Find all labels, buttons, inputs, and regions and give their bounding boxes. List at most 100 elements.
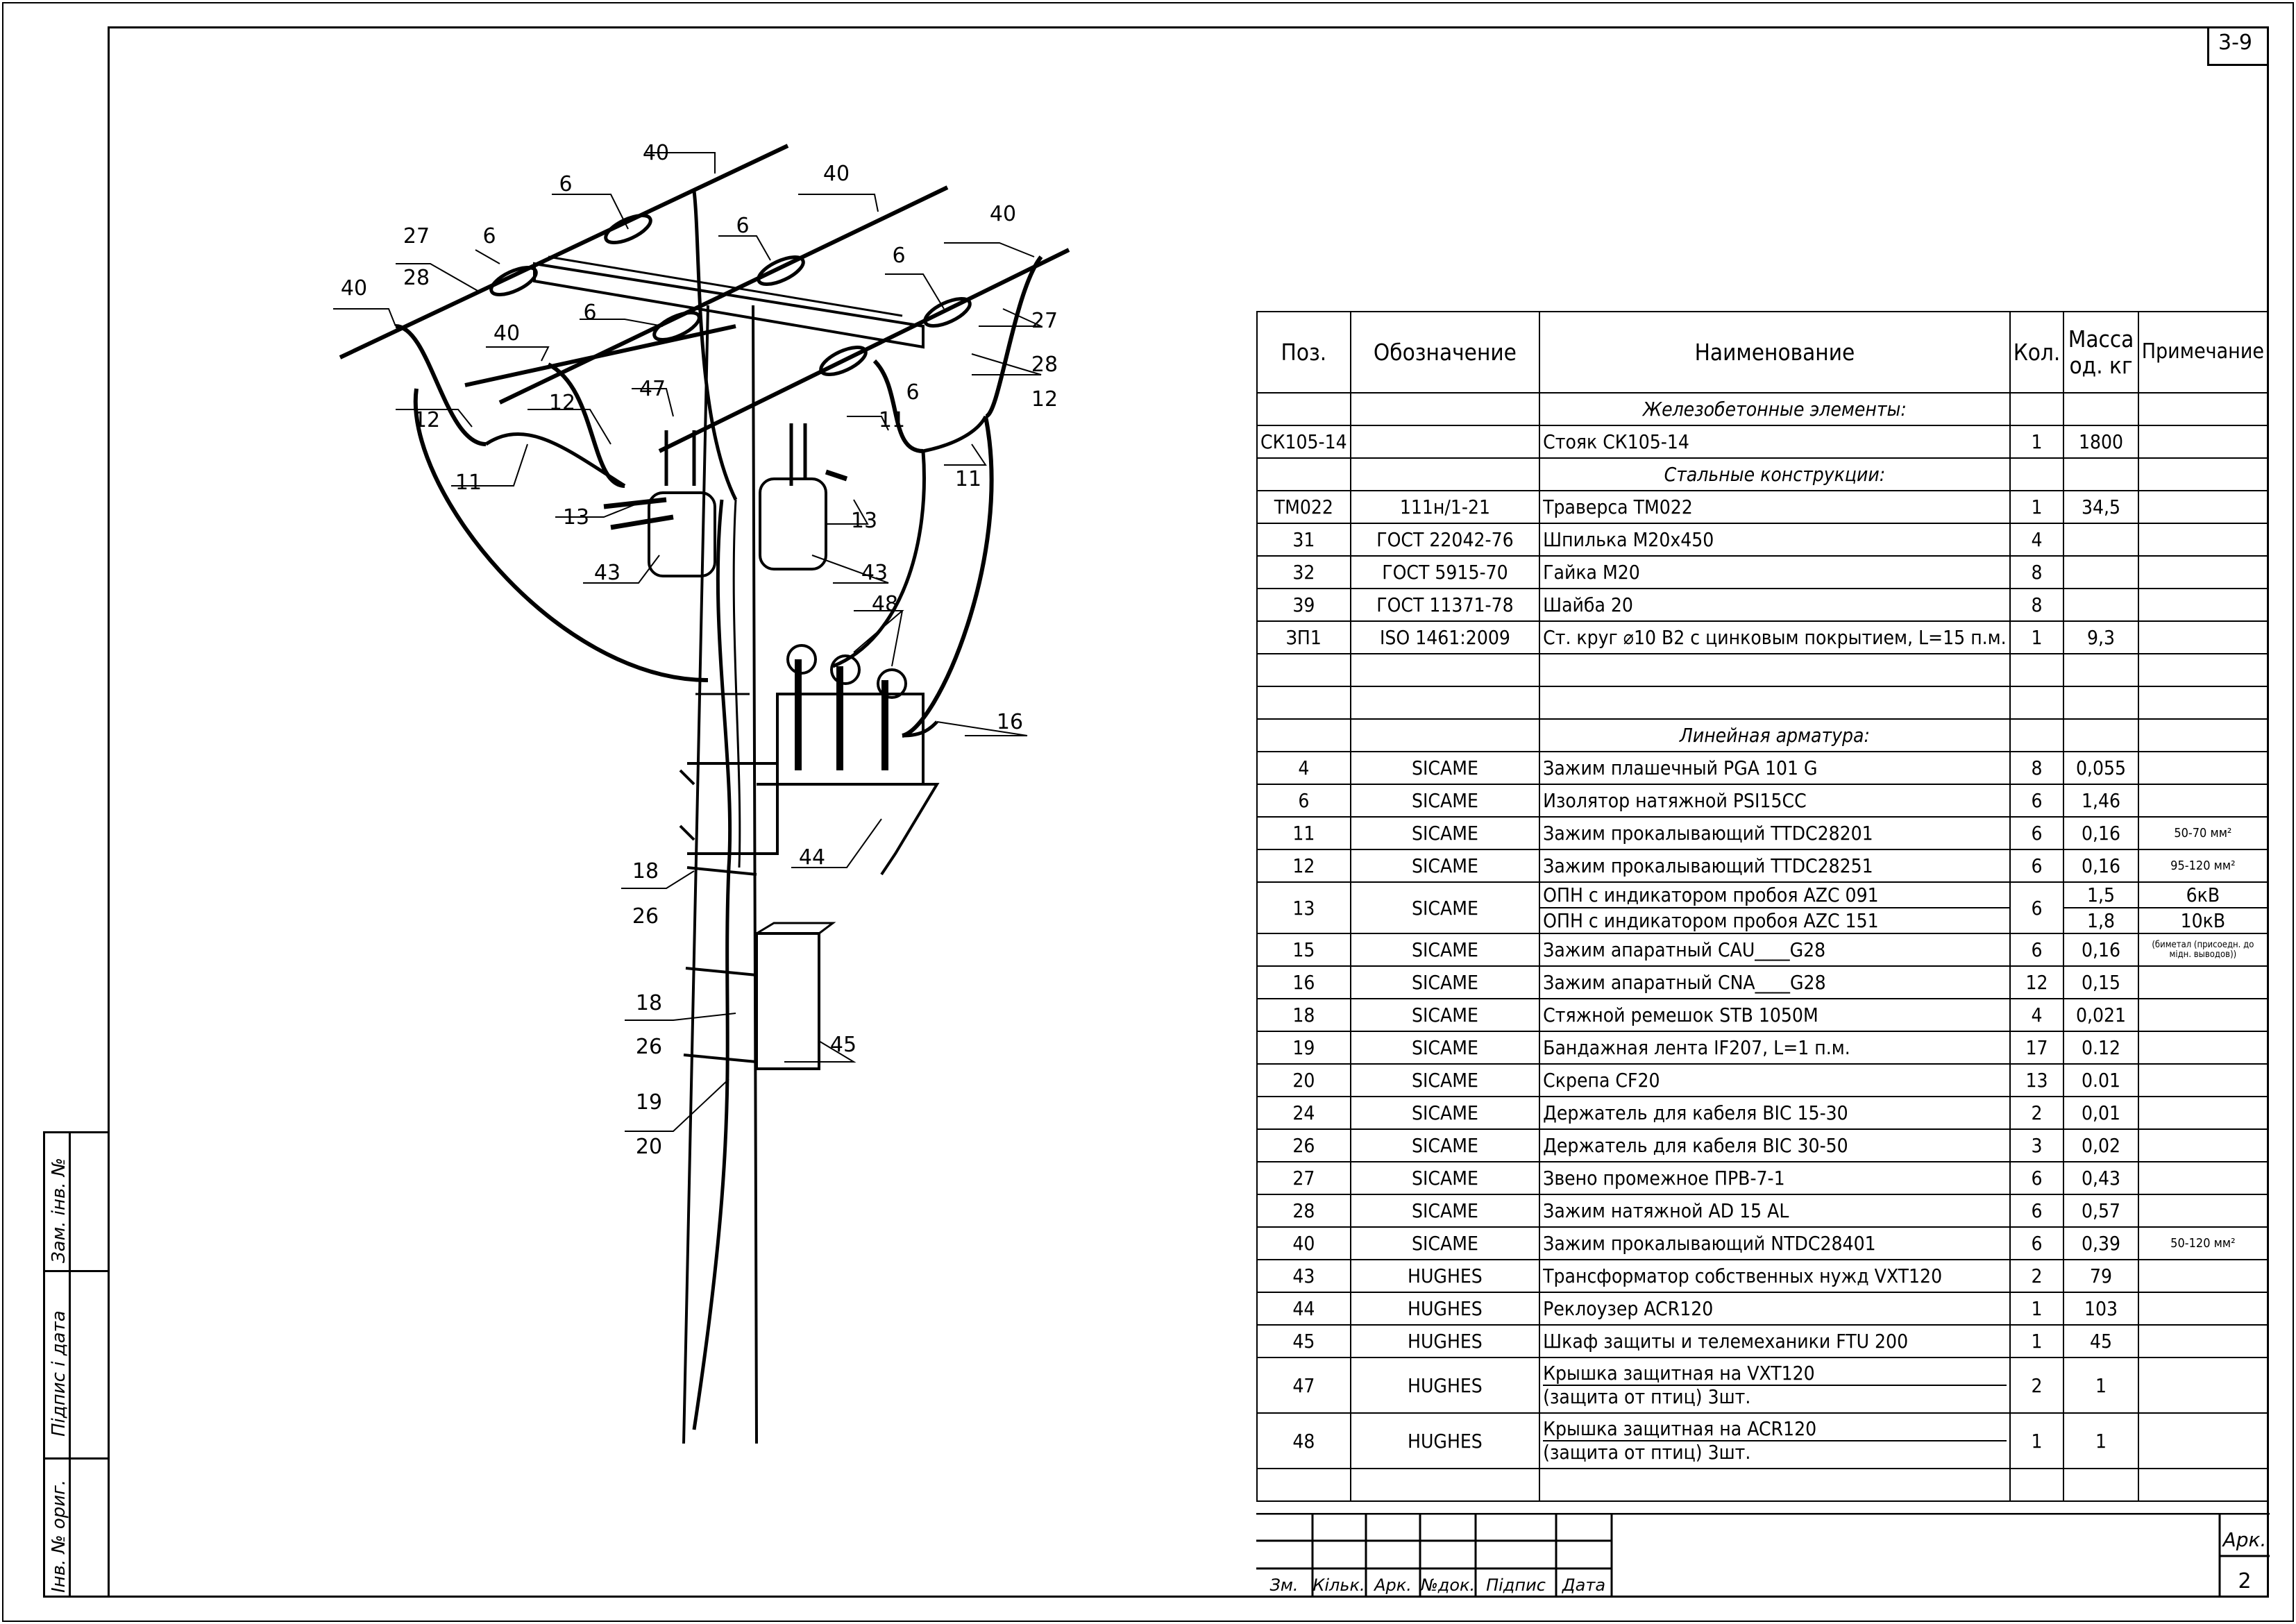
callout: 16 [997,710,1023,734]
callout: 40 [341,276,367,301]
cell-note: 6кВ [2137,881,2269,908]
cell-code: SICAME [1349,1194,1541,1228]
cell-mass: 0,57 [2063,1194,2139,1228]
header-mass: Масса од. кг [2063,311,2139,394]
cell-qty: 13 [2009,1063,2065,1097]
section-row: Стальные конструкции: [1256,457,2269,491]
cell-code: SICAME [1349,849,1541,883]
stamp-col-date: Дата [1562,1575,1605,1595]
blank-row [1256,1468,2269,1502]
cell-pos: 27 [1256,1161,1351,1195]
cell-code: SICAME [1349,881,1541,934]
cell-name: Трансформатор собственных нужд VXT120 [1539,1259,2011,1293]
cell-code: ГОСТ 22042-76 [1349,523,1541,557]
cell-pos: 6 [1256,784,1351,818]
cell-mass: 0,02 [2063,1128,2139,1162]
cell-pos: ТМ022 [1256,490,1351,524]
section-row: Линейная арматура: [1256,718,2269,752]
cell-note [2137,620,2269,654]
callout: 47 [639,377,666,401]
cell-note [2137,751,2269,785]
cell-name: Ст. круг ⌀10 В2 с цинковым покрытием, L=… [1539,620,2011,654]
cell-note [2137,588,2269,622]
cell-mass: 1,46 [2063,784,2139,818]
cell-pos: 16 [1256,965,1351,999]
callout: 20 [636,1135,662,1159]
cell-pos: ЗП1 [1256,620,1351,654]
side-strip-line-1 [43,1270,110,1272]
callout: 28 [403,266,430,290]
callout: 11 [879,408,905,432]
header-qty: Кол. [2009,311,2065,394]
cell-code: ISO 1461:2009 [1349,620,1541,654]
callout: 44 [799,845,825,870]
callout: 40 [823,162,850,186]
cell-pos: 39 [1256,588,1351,622]
cell-qty: 6 [2009,881,2065,934]
cell-code: HUGHES [1349,1324,1541,1358]
cell-qty: 6 [2009,1194,2065,1228]
cell-code: ГОСТ 5915-70 [1349,555,1541,589]
cell-note [2137,1128,2269,1162]
callout: 6 [583,301,596,325]
stamp-sheet-number: 2 [2238,1569,2251,1593]
cell-qty: 1 [2009,490,2065,524]
cell-qty: 6 [2009,784,2065,818]
cell-qty: 2 [2009,1259,2065,1293]
side-strip [43,1131,110,1598]
cell-note [2137,555,2269,589]
cell-mass: 1800 [2063,425,2139,459]
cell-name: ОПН с индикатором пробоя AZC 151 [1539,907,2011,934]
callout: 40 [493,321,520,346]
blank-row [1256,653,2269,687]
cell-note [2137,1161,2269,1195]
cell-note [2137,1412,2269,1469]
cell-pos: 15 [1256,933,1351,967]
cell-mass: 0,15 [2063,965,2139,999]
cell-note [2137,1096,2269,1130]
callout: 48 [872,592,898,616]
cell-code: SICAME [1349,1128,1541,1162]
cell-pos: 18 [1256,998,1351,1032]
cell-qty: 8 [2009,555,2065,589]
cell-mass [2063,588,2139,622]
section-title: Линейная арматура: [1539,718,2011,752]
transformer-right [759,477,827,570]
callout: 43 [594,561,621,585]
cell-name: Стяжной ремешок STB 1050M [1539,998,2011,1032]
cell-code: HUGHES [1349,1357,1541,1414]
stamp-block: Зм. Кільк. Арк. №док. Підпис Дата Арк. 2 [1256,1513,2270,1598]
cell-mass: 0,021 [2063,998,2139,1032]
pole-drawing: 40 6 40 6 40 27 28 6 40 6 6 6 27 28 40 1… [333,141,1070,1444]
cell-pos: 40 [1256,1226,1351,1260]
callout: 26 [636,1035,662,1059]
stamp-col-doc: №док. [1419,1575,1475,1595]
cell-name: Крышка защитная на ACR120(защита от птиц… [1539,1412,2011,1469]
cell-mass: 79 [2063,1259,2139,1293]
cell-note [2137,1063,2269,1097]
cell-note [2137,965,2269,999]
cell-pos: 48 [1256,1412,1351,1469]
cell-name: Зажим апаратный CNA____G28 [1539,965,2011,999]
cell-mass: 1 [2063,1412,2139,1469]
cell-code: HUGHES [1349,1292,1541,1326]
cell-code: SICAME [1349,965,1541,999]
cell-pos: 4 [1256,751,1351,785]
cell-pos: 44 [1256,1292,1351,1326]
cell-qty: 17 [2009,1031,2065,1065]
cell-name-line: (защита от птиц) 3шт. [1543,1441,1751,1464]
callout: 6 [892,244,905,268]
callout: 18 [636,991,662,1015]
cell-pos: 32 [1256,555,1351,589]
transformer-left [648,491,716,577]
callout: 45 [830,1033,856,1057]
